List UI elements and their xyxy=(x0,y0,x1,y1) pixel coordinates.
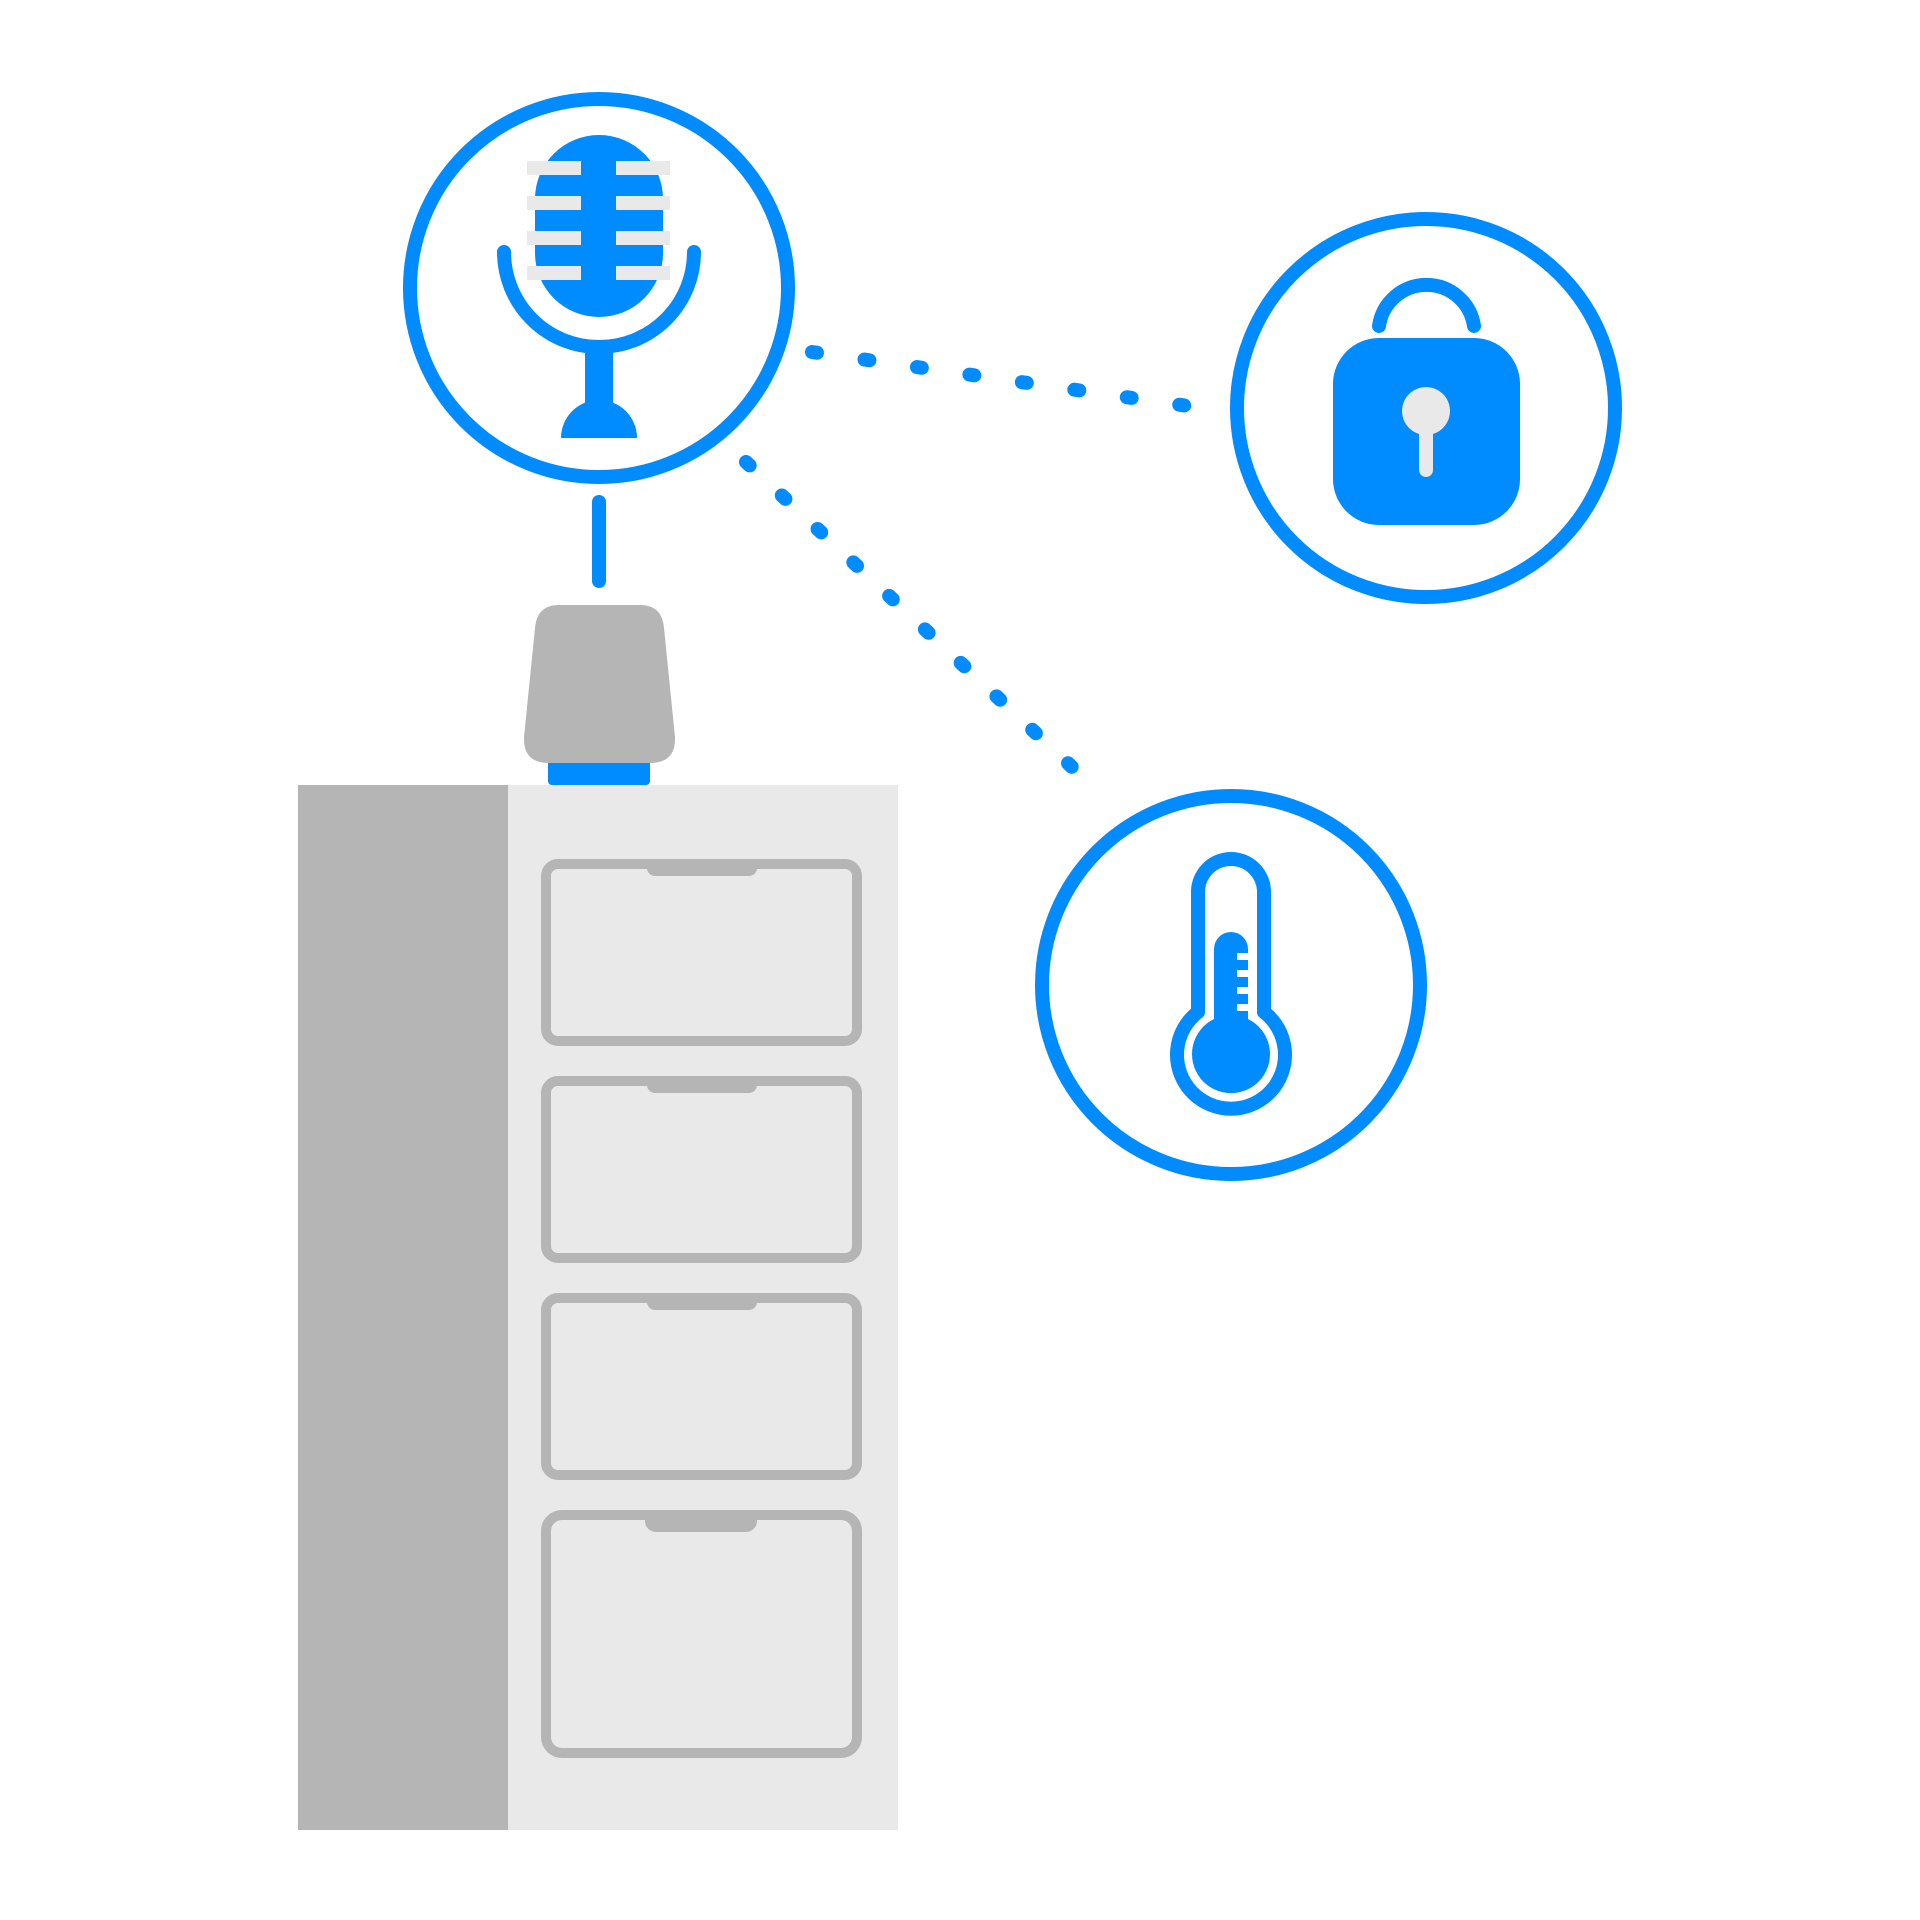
drawer-handle xyxy=(647,864,757,876)
drawer xyxy=(541,1293,862,1480)
smart-hub-device xyxy=(523,605,676,785)
microphone-node xyxy=(403,92,795,484)
drawer-handle xyxy=(647,1081,757,1093)
mic-to-thermometer-dotted-link xyxy=(739,455,1079,774)
microphone-icon xyxy=(497,135,701,438)
device-body xyxy=(523,605,676,763)
thermometer-node xyxy=(1035,789,1427,1181)
drawer-handle xyxy=(647,1298,757,1310)
padlock-icon xyxy=(1333,277,1520,525)
mic-to-lock-dotted-link xyxy=(805,345,1195,413)
drawer xyxy=(541,1076,862,1263)
lock-node xyxy=(1230,212,1622,604)
drawer xyxy=(541,859,862,1046)
cabinet xyxy=(298,785,898,1830)
cabinet-side-panel xyxy=(298,785,508,1830)
thermometer-icon xyxy=(1170,852,1292,1116)
drawer xyxy=(541,1510,862,1758)
drawer-handle xyxy=(645,1515,757,1532)
device-base-strip xyxy=(548,758,650,785)
